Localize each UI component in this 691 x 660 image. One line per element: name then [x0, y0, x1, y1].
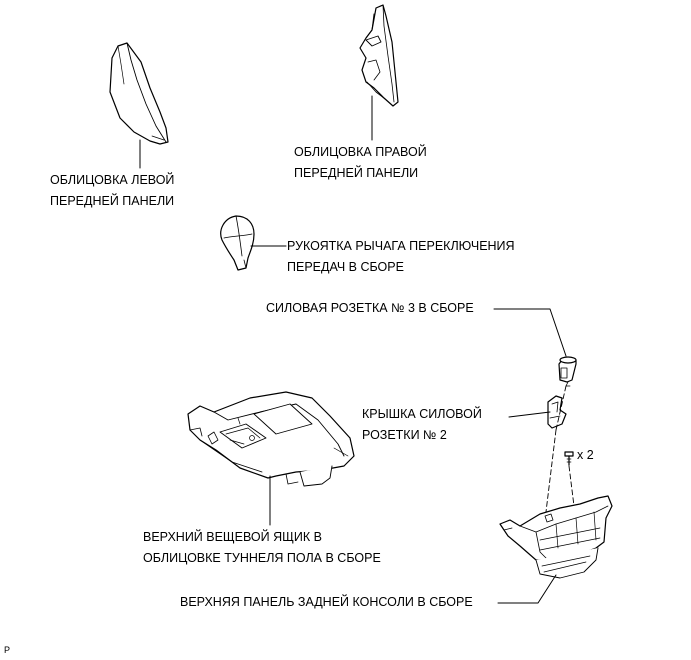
rear-console-panel-part — [499, 495, 613, 579]
power-outlet-leader — [493, 308, 567, 357]
right-front-panel-trim-part — [359, 4, 399, 107]
assembly-lines — [544, 385, 575, 521]
left-front-panel-trim-part — [109, 42, 169, 145]
power-outlet-part — [558, 356, 577, 387]
label-right-front-panel-trim: ОБЛИЦОВКА ПРАВОЙ ПЕРЕДНЕЙ ПАНЕЛИ — [294, 145, 427, 180]
outlet-cover-leader — [508, 411, 551, 418]
label-power-outlet: СИЛОВАЯ РОЗЕТКА № 3 В СБОРЕ — [266, 301, 474, 315]
shift-knob-part — [220, 215, 255, 271]
label-shift-lever-knob: РУКОЯТКА РЫЧАГА ПЕРЕКЛЮЧЕНИЯ ПЕРЕДАЧ В С… — [287, 239, 515, 274]
label-upper-console-box: ВЕРХНИЙ ВЕЩЕВОЙ ЯЩИК В ОБЛИЦОВКЕ ТУННЕЛЯ… — [143, 530, 381, 565]
label-rear-console-panel: ВЕРХНЯЯ ПАНЕЛЬ ЗАДНЕЙ КОНСОЛИ В СБОРЕ — [180, 595, 473, 609]
label-screw-quantity: x 2 — [577, 448, 594, 462]
figure-id: P — [4, 645, 11, 655]
label-outlet-cover: КРЫШКА СИЛОВОЙ РОЗЕТКИ № 2 — [362, 407, 482, 442]
upper-console-box-part — [187, 391, 355, 487]
rear-console-leader — [497, 574, 557, 604]
outlet-cover-part — [547, 395, 567, 429]
screw-part — [564, 451, 574, 466]
label-left-front-panel-trim: ОБЛИЦОВКА ЛЕВОЙ ПЕРЕДНЕЙ ПАНЕЛИ — [50, 173, 175, 208]
